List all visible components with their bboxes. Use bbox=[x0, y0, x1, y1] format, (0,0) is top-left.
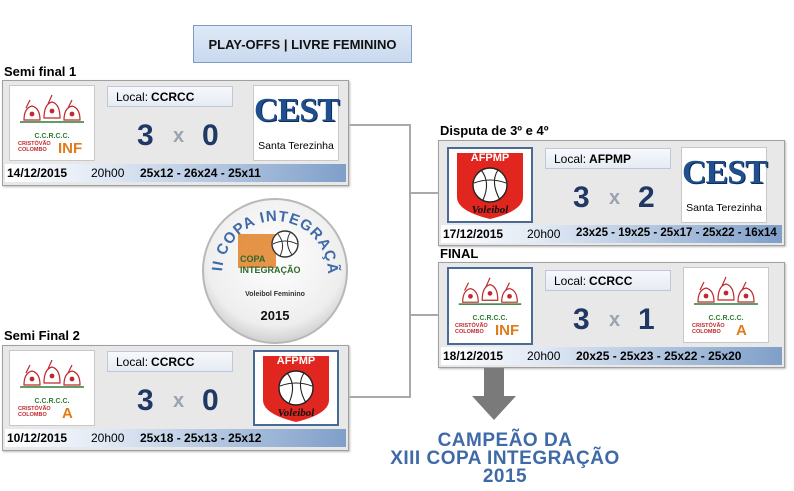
semi2-label: Semi Final 2 bbox=[4, 328, 80, 343]
match-time: 20h00 bbox=[527, 227, 561, 241]
local-label: Local: bbox=[116, 89, 149, 104]
semi2-match-card: C.C.R.C.C. CRISTÓVÃO COLOMBO A Local:CCR… bbox=[2, 345, 349, 451]
local-value: CCRCC bbox=[151, 354, 195, 369]
emblem-year: 2015 bbox=[261, 308, 290, 323]
afpmp-logo: AFPMP Voleibol bbox=[253, 350, 339, 426]
third-place-match-card: AFPMP Voleibol Local:AFPMP 3 x 2 CEST Sa… bbox=[438, 140, 785, 246]
ccrcc-inf-logo: C.C.R.C.C. CRISTÓVÃO COLOMBO INF bbox=[447, 267, 533, 345]
match-date: 10/12/2015 bbox=[7, 431, 68, 445]
ccrcc-sub: CRISTÓVÃO COLOMBO bbox=[18, 406, 51, 418]
final-info-bar: 18/12/2015 20h00 20x25 - 25x23 - 25x22 -… bbox=[441, 347, 782, 365]
bracket-line-semi2 bbox=[347, 396, 410, 398]
ccrcc-crest-icon bbox=[458, 277, 522, 305]
copa-integracao-emblem: XIII COPA INTEGRAÇÃO COPA INTEGRAÇÃO Vol… bbox=[200, 196, 348, 344]
local-value: AFPMP bbox=[589, 151, 632, 166]
ccrcc-sub: CRISTÓVÃO COLOMBO bbox=[455, 323, 488, 335]
champion-line3: 2015 bbox=[482, 466, 528, 487]
afpmp-name: AFPMP bbox=[470, 152, 510, 164]
ccrcc-name: C.C.R.C.C. bbox=[34, 133, 70, 140]
score-separator: x bbox=[173, 125, 185, 147]
afpmp-volleyball-icon bbox=[263, 356, 329, 422]
set-scores: 20x25 - 25x23 - 25x22 - 25x20 bbox=[576, 349, 742, 363]
ccrcc-name: C.C.R.C.C. bbox=[34, 398, 70, 405]
third-place-info-bar: 17/12/2015 20h00 23x25 - 19x25 - 25x17 -… bbox=[441, 225, 782, 243]
home-score: 3 bbox=[137, 384, 154, 417]
set-scores: 25x12 - 26x24 - 25x11 bbox=[140, 166, 261, 180]
semi1-label: Semi final 1 bbox=[4, 64, 77, 79]
emblem-subtitle: Voleibol Feminino bbox=[245, 291, 305, 298]
team-name: Santa Terezinha bbox=[686, 202, 762, 214]
ccrcc-inf-logo: C.C.R.C.C. CRISTÓVÃO COLOMBO INF bbox=[9, 85, 95, 161]
team-name: Santa Terezinha bbox=[258, 140, 334, 152]
ccrcc-crest-icon bbox=[694, 276, 758, 305]
local-label: Local: bbox=[554, 273, 587, 288]
bracket-line-vertical bbox=[409, 124, 411, 398]
cest-logo: CEST Santa Terezinha bbox=[253, 85, 340, 161]
semi1-match-card: C.C.R.C.C. CRISTÓVÃO COLOMBO INF Local:C… bbox=[2, 80, 349, 186]
score-separator: x bbox=[173, 390, 185, 412]
bracket-line-third bbox=[409, 192, 438, 194]
away-score: 1 bbox=[638, 303, 655, 336]
semi2-local: Local:CCRCC bbox=[107, 351, 233, 372]
afpmp-volleyball-icon bbox=[457, 153, 523, 219]
local-value: CCRCC bbox=[589, 273, 633, 288]
ccrcc-sub: CRISTÓVÃO COLOMBO bbox=[18, 141, 51, 153]
cest-logo: CEST Santa Terezinha bbox=[681, 147, 768, 223]
ccrcc-sub: CRISTÓVÃO COLOMBO bbox=[692, 323, 725, 335]
match-time: 20h00 bbox=[91, 166, 125, 180]
team-tag: A bbox=[736, 322, 747, 339]
score-separator: x bbox=[609, 187, 621, 209]
ccrcc-a-logo: C.C.R.C.C. CRISTÓVÃO COLOMBO A bbox=[683, 267, 769, 343]
page-title: PLAY-OFFS | LIVRE FEMININO bbox=[193, 25, 412, 63]
bracket-line-semi1 bbox=[347, 124, 410, 126]
away-score: 0 bbox=[202, 384, 219, 417]
ccrcc-name: C.C.R.C.C. bbox=[708, 315, 744, 322]
semi2-info-bar: 10/12/2015 20h00 25x18 - 25x13 - 25x12 bbox=[5, 429, 346, 447]
ccrcc-name: C.C.R.C.C. bbox=[472, 315, 508, 322]
match-date: 14/12/2015 bbox=[7, 166, 68, 180]
third-place-local: Local:AFPMP bbox=[545, 148, 671, 169]
champion-line1: CAMPEÃO DA bbox=[437, 430, 573, 451]
team-tag: INF bbox=[495, 322, 520, 339]
away-score: 0 bbox=[202, 119, 219, 152]
local-label: Local: bbox=[554, 151, 587, 166]
team-tag: A bbox=[62, 405, 73, 422]
third-place-label: Disputa de 3º e 4º bbox=[440, 123, 549, 138]
final-match-card: C.C.R.C.C. CRISTÓVÃO COLOMBO INF Local:C… bbox=[438, 262, 785, 368]
match-date: 17/12/2015 bbox=[443, 227, 504, 241]
afpmp-sub: Voleibol bbox=[471, 204, 509, 216]
home-score: 3 bbox=[573, 303, 590, 336]
emblem-inner-line1: COPA bbox=[240, 254, 266, 264]
home-score: 3 bbox=[137, 119, 154, 152]
set-scores: 23x25 - 19x25 - 25x17 - 25x22 - 16x14 bbox=[576, 227, 777, 239]
ccrcc-a-logo: C.C.R.C.C. CRISTÓVÃO COLOMBO A bbox=[9, 350, 95, 426]
local-value: CCRCC bbox=[151, 89, 195, 104]
home-score: 3 bbox=[573, 181, 590, 214]
score-separator: x bbox=[609, 309, 621, 331]
ccrcc-crest-icon bbox=[20, 94, 84, 123]
afpmp-name: AFPMP bbox=[276, 355, 316, 367]
cest-wordmark: CEST bbox=[682, 154, 768, 191]
local-label: Local: bbox=[116, 354, 149, 369]
semi1-info-bar: 14/12/2015 20h00 25x12 - 26x24 - 25x11 bbox=[5, 164, 346, 182]
semi1-local: Local:CCRCC bbox=[107, 86, 233, 107]
team-tag: INF bbox=[58, 140, 83, 157]
final-local: Local:CCRCC bbox=[545, 270, 671, 291]
set-scores: 25x18 - 25x13 - 25x12 bbox=[140, 431, 262, 445]
emblem-inner-line2: INTEGRAÇÃO bbox=[240, 265, 301, 275]
bracket-line-final bbox=[409, 314, 438, 316]
afpmp-sub: Voleibol bbox=[277, 407, 315, 419]
champion-line2: XIII COPA INTEGRAÇÃO bbox=[390, 448, 620, 469]
match-date: 18/12/2015 bbox=[443, 349, 504, 363]
afpmp-logo: AFPMP Voleibol bbox=[447, 147, 533, 223]
match-time: 20h00 bbox=[527, 349, 561, 363]
away-score: 2 bbox=[638, 181, 655, 214]
cest-wordmark: CEST bbox=[254, 92, 340, 129]
ccrcc-crest-icon bbox=[20, 359, 84, 388]
arrow-down-icon bbox=[472, 368, 516, 420]
match-time: 20h00 bbox=[91, 431, 125, 445]
final-label: FINAL bbox=[440, 246, 479, 261]
